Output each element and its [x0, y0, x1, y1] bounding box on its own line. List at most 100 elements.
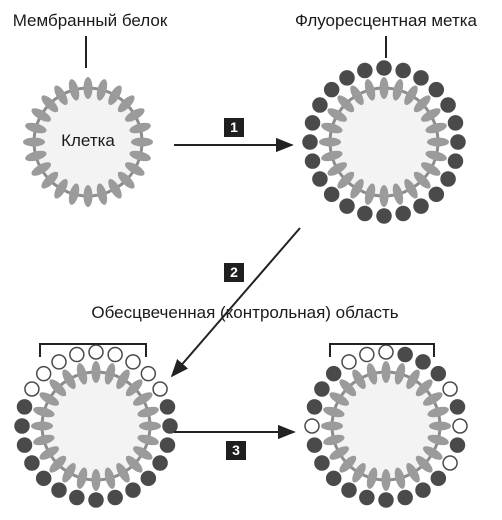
fluorescent-tag [430, 470, 447, 487]
membrane-protein [321, 122, 343, 134]
fluorescent-tag [447, 115, 464, 131]
membrane-protein [415, 379, 433, 397]
bleached-bracket-right [329, 343, 435, 357]
membrane-protein [406, 369, 420, 390]
membrane-protein [329, 446, 350, 460]
membrane-protein [124, 162, 145, 176]
fluorescent-tag [440, 171, 456, 187]
membrane-protein [132, 392, 153, 406]
membrane-protein [392, 183, 404, 205]
membrane-protein [62, 369, 76, 390]
membrane-protein [337, 95, 355, 113]
membrane-protein [91, 469, 101, 491]
membrane-protein [124, 108, 145, 122]
cell-label: Клетка [61, 131, 115, 150]
fluorescent-tag [449, 399, 466, 415]
bleached-tag [304, 418, 320, 434]
cell-recovered [304, 344, 468, 508]
membrane-protein [425, 122, 447, 134]
membrane-protein [49, 379, 67, 397]
fluorescent-tag [159, 437, 176, 453]
membrane-protein [321, 421, 343, 431]
cell-bleached [14, 344, 178, 508]
fluorescent-tag [24, 455, 40, 471]
fluorescent-tag [359, 489, 375, 506]
fluorescent-tag [397, 346, 413, 363]
fluorescent-tag [14, 418, 30, 434]
membrane-protein [429, 421, 451, 431]
membrane-protein [394, 467, 406, 489]
membrane-protein [366, 363, 378, 385]
fluorescent-tag [69, 489, 85, 506]
membrane-protein [366, 467, 378, 489]
bleached-bracket-left [39, 343, 147, 357]
bleached-tag [341, 354, 357, 370]
membrane-protein [132, 446, 153, 460]
membrane-protein [392, 79, 404, 101]
fluorescent-tag [325, 470, 342, 487]
bleached-region-label: Обесцвеченная (контрольная) область [91, 303, 398, 322]
fluorescent-tag [323, 186, 340, 203]
membrane-protein [25, 122, 47, 134]
membrane-protein [23, 137, 45, 147]
fluorescent-tag [415, 482, 431, 498]
membrane-protein [41, 171, 59, 189]
bleached-tag [107, 346, 123, 363]
fluorescent-tag [413, 198, 429, 214]
membrane-protein [31, 421, 53, 431]
membrane-protein [68, 79, 80, 101]
fluorescent-tag [51, 482, 67, 498]
membrane-protein [339, 379, 357, 397]
membrane-protein [54, 85, 68, 106]
fluorescent-tag [376, 60, 392, 76]
membrane-protein [350, 178, 364, 199]
fluorescent-tag [430, 365, 447, 382]
membrane-protein [137, 434, 159, 446]
fluorescent-tag [395, 205, 411, 222]
membrane-protein [104, 363, 116, 385]
membrane-protein [108, 85, 122, 106]
membrane-protein [420, 108, 441, 122]
fluorescent-tag [415, 354, 431, 370]
fluorescent-tag [357, 62, 373, 79]
fluorescent-tag [378, 492, 394, 508]
bleached-tag [88, 344, 104, 360]
membrane-protein [96, 79, 108, 101]
fluorescent-tag [312, 97, 328, 113]
membrane-protein [31, 162, 52, 176]
fluorescent-tag [107, 489, 123, 506]
fluorescent-tag [323, 81, 340, 98]
membrane-protein [116, 369, 130, 390]
fluorescent-tag [125, 482, 141, 498]
membrane-protein [83, 185, 93, 207]
fluorescent-tag [304, 115, 321, 131]
bleached-tag [152, 381, 168, 397]
membrane-protein [96, 183, 108, 205]
fluorescent-tag [376, 208, 392, 224]
bleached-tag [51, 354, 67, 370]
fluorescent-tag [306, 437, 323, 453]
membrane-protein [394, 363, 406, 385]
cell-labeled [302, 60, 466, 224]
membrane-protein [327, 162, 348, 176]
membrane-protein-label: Мембранный белок [13, 11, 168, 30]
membrane-protein [39, 392, 60, 406]
bleached-tag [442, 455, 458, 471]
step-1-number: 1 [230, 119, 238, 135]
bleached-tag [125, 354, 141, 370]
fluorescent-tag [304, 153, 321, 169]
arrow-step-2 [170, 227, 301, 378]
fluorescent-tag [314, 455, 330, 471]
membrane-protein [125, 455, 143, 473]
membrane-protein [31, 108, 52, 122]
fluorescent-tag [140, 470, 157, 487]
membrane-protein [427, 434, 449, 446]
membrane-protein [116, 462, 130, 483]
membrane-protein [425, 150, 447, 162]
step-2-box [224, 263, 244, 282]
membrane-protein [420, 162, 441, 176]
fluorescent-tag [306, 399, 323, 415]
fluorescent-tag-label: Флуоресцентная метка [295, 11, 478, 30]
step-1-box [224, 118, 244, 137]
